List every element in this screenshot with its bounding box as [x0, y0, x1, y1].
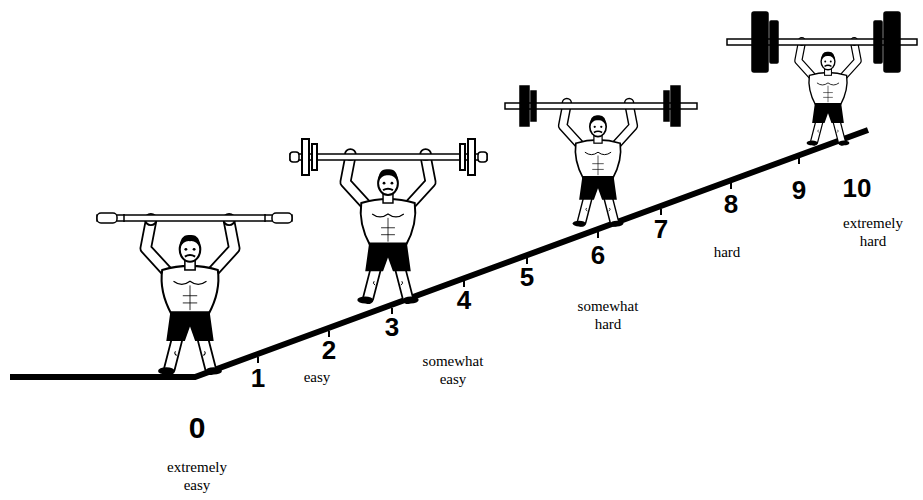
scale-descriptor: extremely easy [157, 458, 237, 494]
lifter-figure [145, 214, 235, 375]
barbell [505, 86, 697, 126]
scale-number: 8 [724, 191, 738, 217]
barbell [290, 139, 487, 175]
scale-number: 3 [385, 314, 399, 340]
scale-number: 0 [189, 413, 206, 443]
scale-number: 5 [520, 264, 534, 290]
lifter-figure [798, 38, 858, 146]
scale-descriptor: somewhat hard [568, 297, 648, 333]
scale-descriptor: extremely hard [833, 214, 913, 250]
barbell [97, 213, 292, 223]
scale-number: 7 [654, 216, 668, 242]
scale-number: 10 [843, 175, 872, 201]
scale-descriptor: somewhat easy [413, 352, 493, 388]
scale-descriptor: easy [304, 368, 331, 386]
lifter-figure [345, 149, 431, 303]
scale-descriptor: hard [714, 243, 741, 261]
lifter-figure [562, 98, 633, 226]
scale-number: 6 [591, 242, 605, 268]
scale-number: 1 [251, 365, 265, 391]
scale-number: 2 [322, 337, 336, 363]
ramp-line [10, 130, 868, 377]
scale-number: 4 [457, 287, 471, 313]
scale-number: 9 [792, 177, 806, 203]
tick-marks [258, 158, 799, 363]
barbell [727, 12, 917, 72]
